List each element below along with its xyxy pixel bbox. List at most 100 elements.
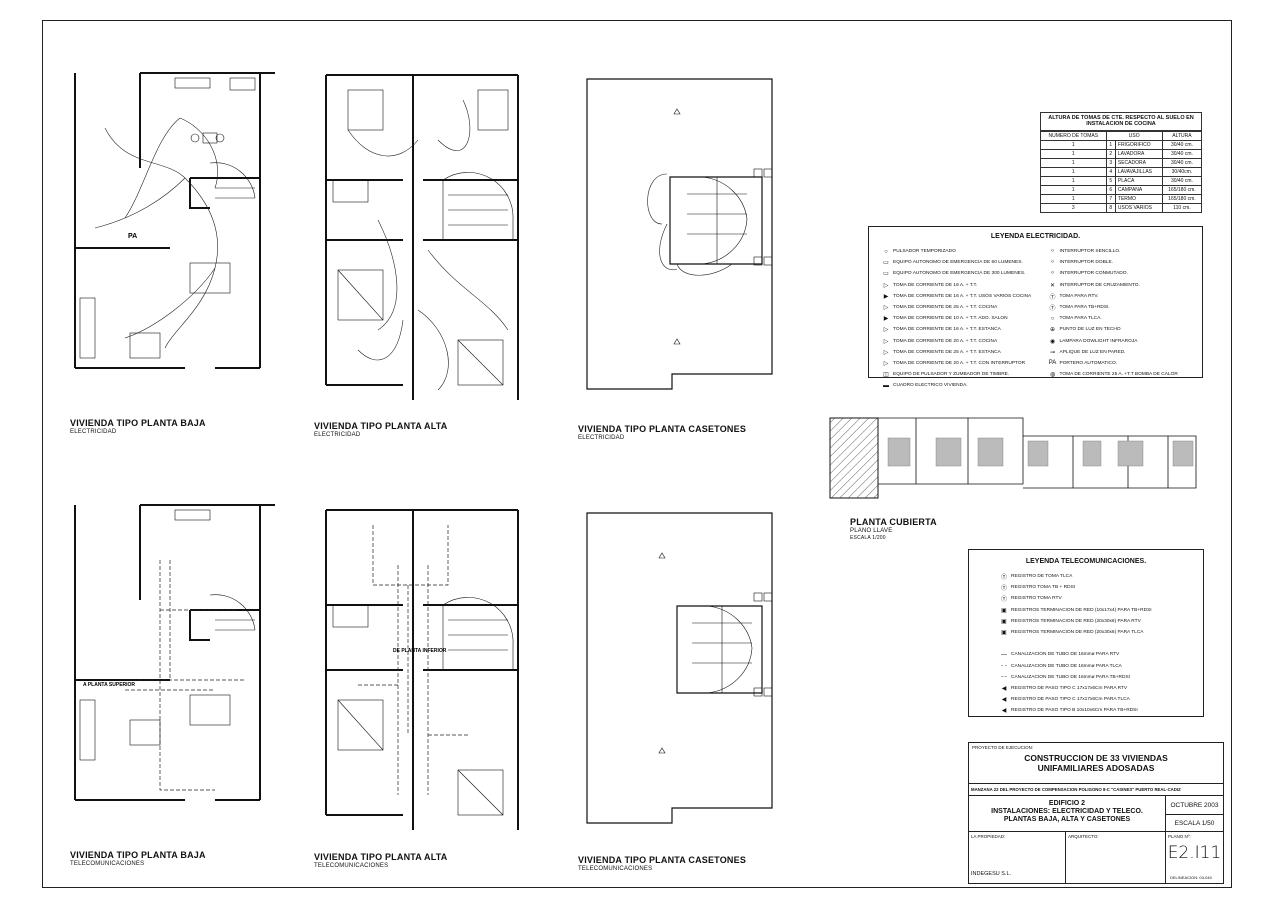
legend-text: INTERRUPTOR SENCILLO.	[1059, 249, 1121, 255]
plan-planta-baja-telecom: A PLANTA SUPERIOR	[74, 504, 275, 801]
plan3-title: VIVIENDA TIPO PLANTA CASETONES	[578, 424, 747, 434]
list-item: ⊕PUNTO DE LUZ EN TECHO	[1046, 324, 1203, 335]
leyenda-electricidad-title: LEYENDA ELECTRICIDAD.	[990, 233, 1081, 240]
propiedad-cell: LA PROPIEDAD: INDEGESU S.L.	[971, 834, 1061, 883]
network-box-icon: ▣	[1001, 607, 1007, 614]
drawing-scale: ESCALA 1/50	[1174, 820, 1215, 827]
leyenda-telecom-title: LEYENDA TELECOMUNICACIONES.	[1025, 558, 1147, 565]
date-scale-cell: OCTUBRE 2003 ESCALA 1/50	[1165, 796, 1223, 832]
project-title: CONSTRUCCION DE 33 VIVIENDAS UNIFAMILIAR…	[969, 753, 1223, 773]
table-cell: 165/180 cm.	[1161, 193, 1203, 204]
list-item: ▷TOMA DE CORRIENTE DE 20 A. + T.T. COCIN…	[879, 336, 1036, 347]
arquitecto-label: ARQUITECTO:	[1068, 834, 1099, 839]
outlet-icon: ▷	[883, 360, 889, 367]
outlet-icon: ▶	[883, 316, 889, 323]
legend-text: TOMA DE CORRIENTE DE 16 A. + T.T.	[893, 282, 978, 288]
phone-socket-icon: Ⓣ	[1000, 586, 1007, 593]
project-title-line1: CONSTRUCCION DE 33 VIVIENDAS	[1024, 753, 1168, 763]
table-cell: 3	[1040, 202, 1107, 213]
table-cell: 30/40 cm.	[1161, 148, 1203, 159]
list-item: ◀REGISTRO DE PASO TIPO C 17x17x6Cm PARA …	[997, 694, 1203, 705]
switch-icon: ᵒ	[1051, 259, 1054, 266]
tomas-header-altura: ALTURA	[1161, 130, 1203, 141]
legend-text: EQUIPO AUTONOMO DE EMERGENCIA DE 60 LUME…	[893, 260, 1023, 266]
drawing-date: OCTUBRE 2003	[1166, 796, 1223, 815]
project-title-line2: UNIFAMILIARES ADOSADAS	[1037, 763, 1155, 773]
table-cell: 6	[1105, 184, 1116, 195]
wall-light-icon: ⊸	[1049, 349, 1056, 356]
list-item: ▶ TOMA DE CORRIENTE DE 10 A. + T.T. ADO. …	[879, 313, 1036, 324]
list-item: ▣REGISTROS TERMINACION DE RED (20x30x6) …	[997, 627, 1203, 638]
planta-cubierta-subtitle: PLANO LLAVE	[850, 528, 893, 534]
list-item: ᵒ INTERRUPTOR DOBLE.	[1046, 257, 1203, 268]
list-item: - -CANALIZACION DE TUBO DE 16mmø PARA TL…	[997, 661, 1203, 672]
switch-icon: ᵒ	[1051, 248, 1054, 255]
list-item: ᵒ INTERRUPTOR SENCILLO.	[1046, 246, 1203, 257]
table-cell: 1	[1040, 193, 1107, 204]
legend-text: REGISTRO DE PASO TIPO B 10x10x6Cm PARA T…	[1011, 708, 1138, 714]
table-cell: 1	[1040, 157, 1107, 168]
list-item: ◀REGISTRO DE PASO TIPO C 17x17x6Cm PARA …	[997, 683, 1203, 694]
legend-text: TOMA PARA RTV.	[1059, 293, 1099, 299]
dash-dot-line-icon: -·-	[1001, 674, 1007, 681]
legend-text: REGISTROS TERMINACION DE RED (20x30x6) P…	[1011, 630, 1144, 636]
triangle-marker-icon: ◀	[1001, 708, 1007, 715]
plan5-caption: VIVIENDA TIPO PLANTA ALTA TELECOMUNICACI…	[314, 852, 448, 869]
planta-cubierta-scale: ESCALA 1/200	[850, 535, 886, 541]
legend-text: REGISTRO TOMA TB + RDSI	[1011, 585, 1076, 591]
list-item: ▷TOMA DE CORRIENTE DE 16 A. + T.T. ESTAN…	[879, 324, 1036, 335]
outlet-icon: ▷	[883, 305, 889, 312]
legend-text: TOMA DE CORRIENTE DE 10 A. + T.T. ADO. S…	[893, 316, 1008, 322]
table-cell: 5	[1105, 175, 1116, 186]
legend-text: TOMA DE CORRIENTE DE 25 A. + T.T. COCINA	[893, 305, 998, 311]
legend-text: TOMA DE CORRIENTE DE 16 A. + T.T. USOS V…	[893, 293, 1032, 299]
plan-planta-alta-telecom: DE PLANTA INFERIOR	[325, 509, 519, 830]
project-location: MANZANA 22 DEL PROYECTO DE COMPENSACION …	[971, 787, 1181, 792]
switch-icon: ᵒ	[1051, 270, 1054, 277]
plan4-caption: VIVIENDA TIPO PLANTA BAJA TELECOMUNICACI…	[70, 850, 206, 867]
list-item: ▬CUADRO ELECTRICO VIVIENDA.	[879, 380, 1036, 391]
plan4-subtitle: TELECOMUNICACIONES	[70, 861, 145, 867]
list-item: ▷ TOMA DE CORRIENTE DE 25 A. + T.T. COCIN…	[879, 302, 1036, 313]
legend-text: TOMA DE CORRIENTE DE 25 A. + T.T. ESTANC…	[893, 349, 1001, 355]
plan1-pa-label: PA	[128, 233, 137, 240]
legend-text: REGISTROS TERMINACION DE RED (20x30x6) P…	[1011, 618, 1141, 624]
list-item: ▷TOMA DE CORRIENTE DE 16 A. + T.T.	[879, 280, 1036, 291]
plan6-title: VIVIENDA TIPO PLANTA CASETONES	[578, 855, 747, 865]
legend-text: REGISTRO TOMA RTV	[1011, 596, 1062, 602]
legend-text: LAMPARA DOWLIGHT INFRAROJA	[1059, 338, 1138, 344]
table-cell: 4	[1105, 166, 1116, 177]
list-item: ▷TOMA DE CORRIENTE DE 25 A. + T.T. ESTAN…	[879, 347, 1036, 358]
legend-text: EQUIPO DE PULSADOR Y ZUMBADOR DE TIMBRE.	[893, 372, 1010, 378]
table-cell: 1	[1040, 148, 1107, 159]
legend-text: CANALIZACION DE TUBO DE 16mmø PARA TB+RD…	[1011, 674, 1131, 680]
legend-text: REGISTROS TERMINACION DE RED (10x17x4) P…	[1011, 607, 1152, 613]
phone-socket-icon: Ⓣ	[1049, 306, 1056, 313]
leyenda-electricidad-panel: LEYENDA ELECTRICIDAD. ○PULSADOR TEMPORIZ…	[868, 226, 1203, 389]
list-item: ◍TOMA DE CORRIENTE 25 A. +T.T BOMBA DE C…	[1046, 369, 1203, 380]
legend-text: TOMA DE CORRIENTE DE 20 A. + T.T. CON IN…	[893, 360, 1026, 366]
plan5-title: VIVIENDA TIPO PLANTA ALTA	[314, 852, 448, 862]
plan-planta-baja-electricidad: PA	[74, 72, 275, 369]
list-item: ✕INTERRUPTOR DE CRUZAMIENTO.	[1046, 280, 1203, 291]
table-cell: 3	[1105, 157, 1116, 168]
legend-text: INTERRUPTOR DE CRUZAMIENTO.	[1059, 282, 1140, 288]
list-item: ○PULSADOR TEMPORIZADO	[879, 246, 1036, 257]
content-line3: PLANTAS BAJA, ALTA Y CASETONES	[1003, 816, 1131, 823]
plan6-subtitle: TELECOMUNICACIONES	[578, 866, 653, 872]
content-line1: EDIFICIO 2	[1048, 800, 1086, 807]
outlet-icon: ▷	[883, 327, 889, 334]
legend-text: INTERRUPTOR DOBLE.	[1059, 260, 1114, 266]
planta-cubierta-caption: PLANTA CUBIERTA PLANO LLAVE ESCALA 1/200	[850, 517, 937, 541]
tv-socket-icon: Ⓣ	[1049, 294, 1056, 301]
list-item: —CANALIZACION DE TUBO DE 16mmø PARA RTV	[997, 649, 1203, 660]
table-cell: 165/180 cm.	[1161, 184, 1203, 195]
plan4-title: VIVIENDA TIPO PLANTA BAJA	[70, 850, 206, 860]
legend-text: PULSADOR TEMPORIZADO	[893, 249, 956, 255]
location-row: MANZANA 22 DEL PROYECTO DE COMPENSACION …	[969, 783, 1223, 796]
table-cell: 1	[1040, 139, 1107, 150]
